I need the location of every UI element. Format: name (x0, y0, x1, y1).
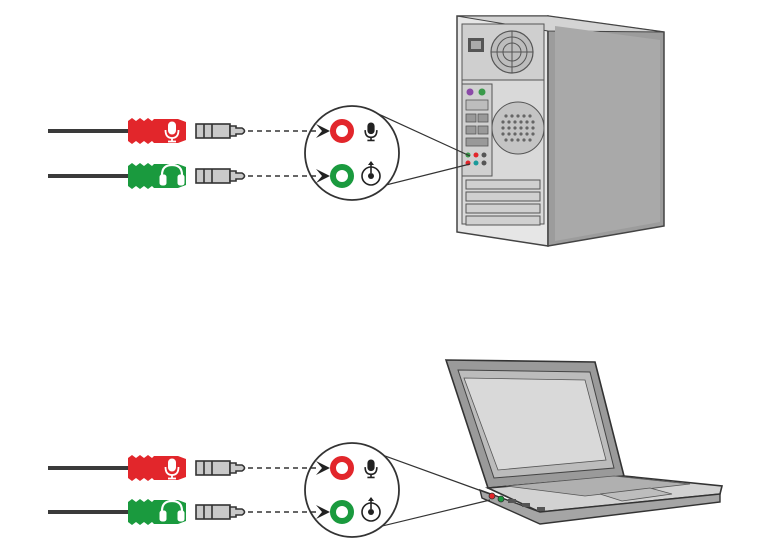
laptop-mic-connection (48, 455, 378, 481)
mic-jack (330, 456, 354, 480)
plug-tip (195, 460, 246, 476)
mic-plug (128, 118, 186, 144)
arrow-icon (316, 169, 330, 183)
mic-jack (330, 119, 354, 143)
zoom-line-top (373, 451, 491, 495)
zoom-line-bottom (373, 499, 491, 529)
desktop-section (48, 15, 665, 247)
mic-plug (128, 455, 186, 481)
audio-output-symbol-icon (361, 497, 381, 522)
arrow-icon (316, 124, 330, 138)
desktop-jack-zoom (304, 105, 400, 201)
plug-tip (195, 123, 246, 139)
headphone-jack (330, 500, 354, 524)
arrow-icon (316, 461, 330, 475)
laptop-jack-zoom (304, 442, 400, 538)
plug-tip (195, 504, 246, 520)
laptop-section (48, 359, 724, 538)
laptop-headphone-connection (48, 497, 381, 525)
desktop-tower (456, 15, 665, 247)
arrow-icon (316, 505, 330, 519)
audio-output-symbol-icon (361, 161, 381, 186)
headphone-jack (330, 164, 354, 188)
zoom-line-bottom (373, 163, 471, 189)
desktop-mic-connection (48, 118, 378, 144)
plug-tip (195, 168, 246, 184)
laptop (444, 359, 724, 525)
desktop-headphone-connection (48, 161, 381, 189)
zoom-line-top (373, 111, 471, 157)
